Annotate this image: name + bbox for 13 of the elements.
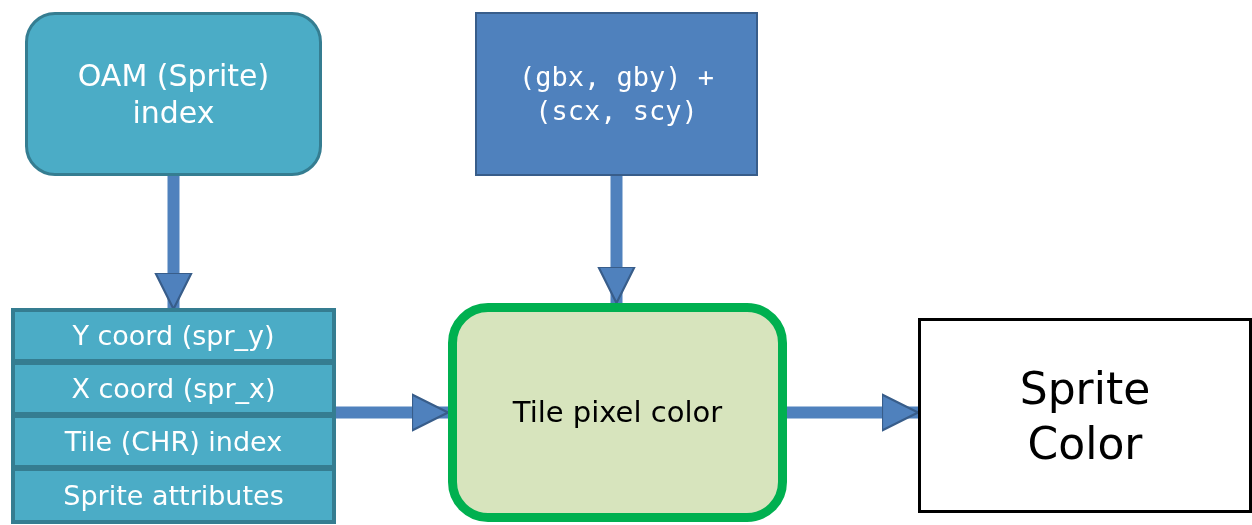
field-row: X coord (spr_x) <box>12 362 335 415</box>
block-arrow <box>787 393 920 432</box>
process-box: Tile pixel color <box>448 303 787 522</box>
process-box: (gbx, gby) + (scx, scy) <box>475 12 758 176</box>
field-stack-box <box>12 309 335 523</box>
process-box: OAM (Sprite) index <box>25 12 322 176</box>
block-arrow <box>154 176 193 311</box>
process-box: Sprite Color <box>918 318 1252 513</box>
field-row: Y coord (spr_y) <box>12 309 335 362</box>
field-row: Tile (CHR) index <box>12 415 335 468</box>
block-arrow <box>597 176 636 305</box>
block-arrow <box>335 393 450 432</box>
field-row: Sprite attributes <box>12 468 335 523</box>
